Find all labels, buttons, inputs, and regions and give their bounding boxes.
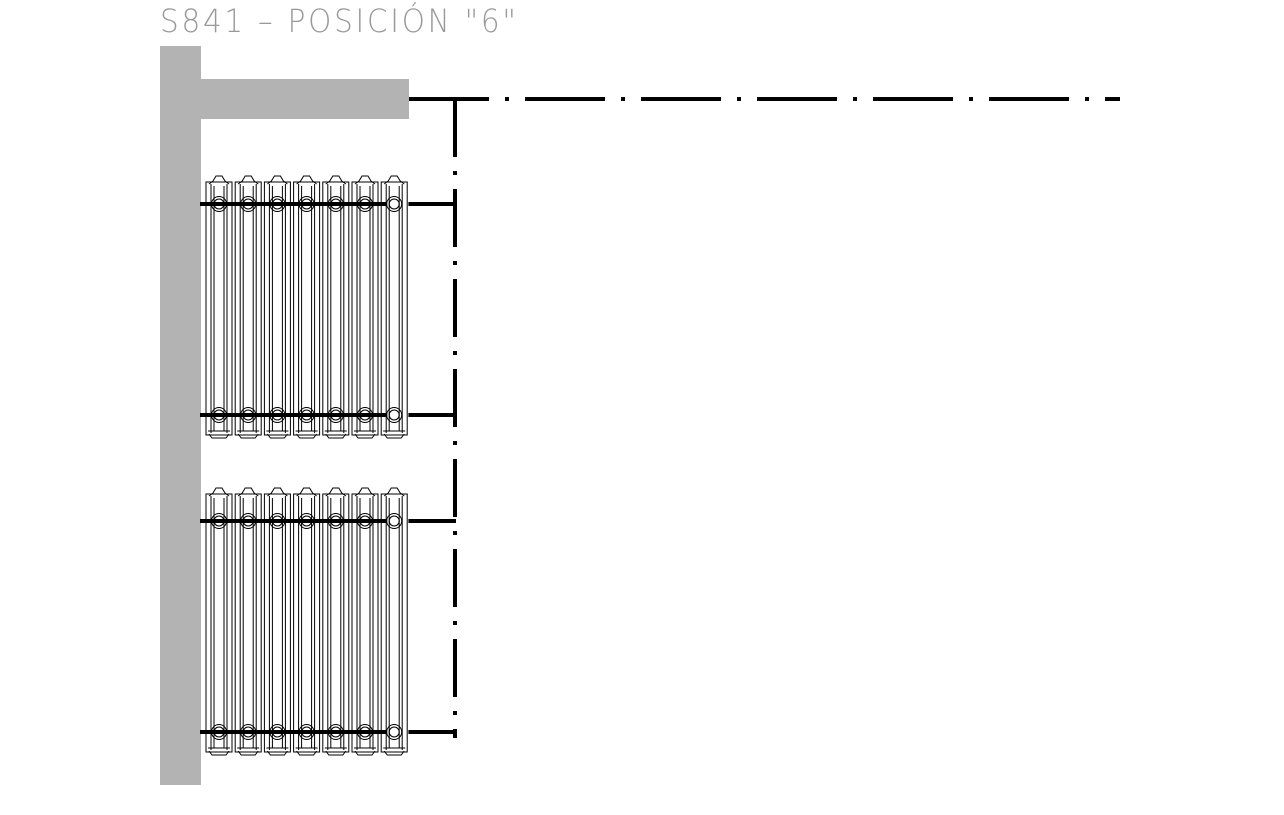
- radiator-section: [351, 487, 379, 756]
- section-body: [322, 181, 350, 436]
- section-bottom-cap: [296, 750, 317, 756]
- section-body: [293, 493, 321, 753]
- section-top-cap: [383, 175, 405, 185]
- radiator-section: [322, 487, 350, 756]
- section-bottom-cap: [325, 750, 347, 756]
- section-top-cap: [325, 175, 347, 185]
- radiator-section: [293, 487, 321, 756]
- radiator-section: [205, 175, 233, 439]
- section-bottom-cap: [237, 433, 259, 439]
- section-port-inner: [388, 726, 400, 738]
- section-body: [351, 181, 379, 436]
- section-body: [351, 493, 379, 753]
- section-body: [234, 181, 262, 436]
- section-top-cap: [208, 487, 230, 497]
- section-top-cap: [296, 487, 317, 497]
- radiator-section: [293, 175, 321, 439]
- section-body: [234, 493, 262, 753]
- radiator-upper: [200, 175, 456, 439]
- radiator-section: [380, 487, 408, 756]
- section-port-inner: [388, 515, 400, 527]
- section-bottom-cap: [267, 750, 288, 756]
- radiator-section: [380, 175, 408, 439]
- section-port-inner: [388, 198, 400, 210]
- section-top-cap: [237, 487, 259, 497]
- section-body: [322, 493, 350, 753]
- section-bottom-cap: [354, 750, 376, 756]
- section-body: [205, 493, 233, 753]
- radiator-section: [234, 175, 262, 439]
- section-top-cap: [354, 487, 376, 497]
- section-bottom-cap: [325, 433, 347, 439]
- section-top-cap: [267, 175, 288, 185]
- section-bottom-cap: [383, 750, 405, 756]
- section-top-cap: [296, 175, 317, 185]
- section-top-cap: [208, 175, 230, 185]
- section-body: [380, 181, 408, 436]
- section-bottom-cap: [267, 433, 288, 439]
- radiator-section: [205, 487, 233, 756]
- wall-shelf: [200, 79, 409, 119]
- radiator-section: [263, 175, 291, 439]
- wall-vertical: [160, 46, 201, 785]
- section-bottom-cap: [208, 433, 230, 439]
- section-port-inner: [388, 409, 400, 421]
- drawing-title: S841 – POSICIÓN "6": [160, 2, 519, 40]
- section-bottom-cap: [296, 433, 317, 439]
- section-bottom-cap: [383, 433, 405, 439]
- radiator-section: [234, 487, 262, 756]
- section-body: [380, 493, 408, 753]
- section-body: [293, 181, 321, 436]
- radiator-section: [263, 487, 291, 756]
- section-body: [263, 181, 291, 436]
- section-bottom-cap: [208, 750, 230, 756]
- section-top-cap: [354, 175, 376, 185]
- section-bottom-cap: [237, 750, 259, 756]
- section-bottom-cap: [354, 433, 376, 439]
- section-top-cap: [267, 487, 288, 497]
- radiator-section: [322, 175, 350, 439]
- section-top-cap: [237, 175, 259, 185]
- section-body: [263, 493, 291, 753]
- radiator-section: [351, 175, 379, 439]
- section-body: [205, 181, 233, 436]
- section-top-cap: [325, 487, 347, 497]
- radiator-lower: [200, 487, 456, 756]
- section-top-cap: [383, 487, 405, 497]
